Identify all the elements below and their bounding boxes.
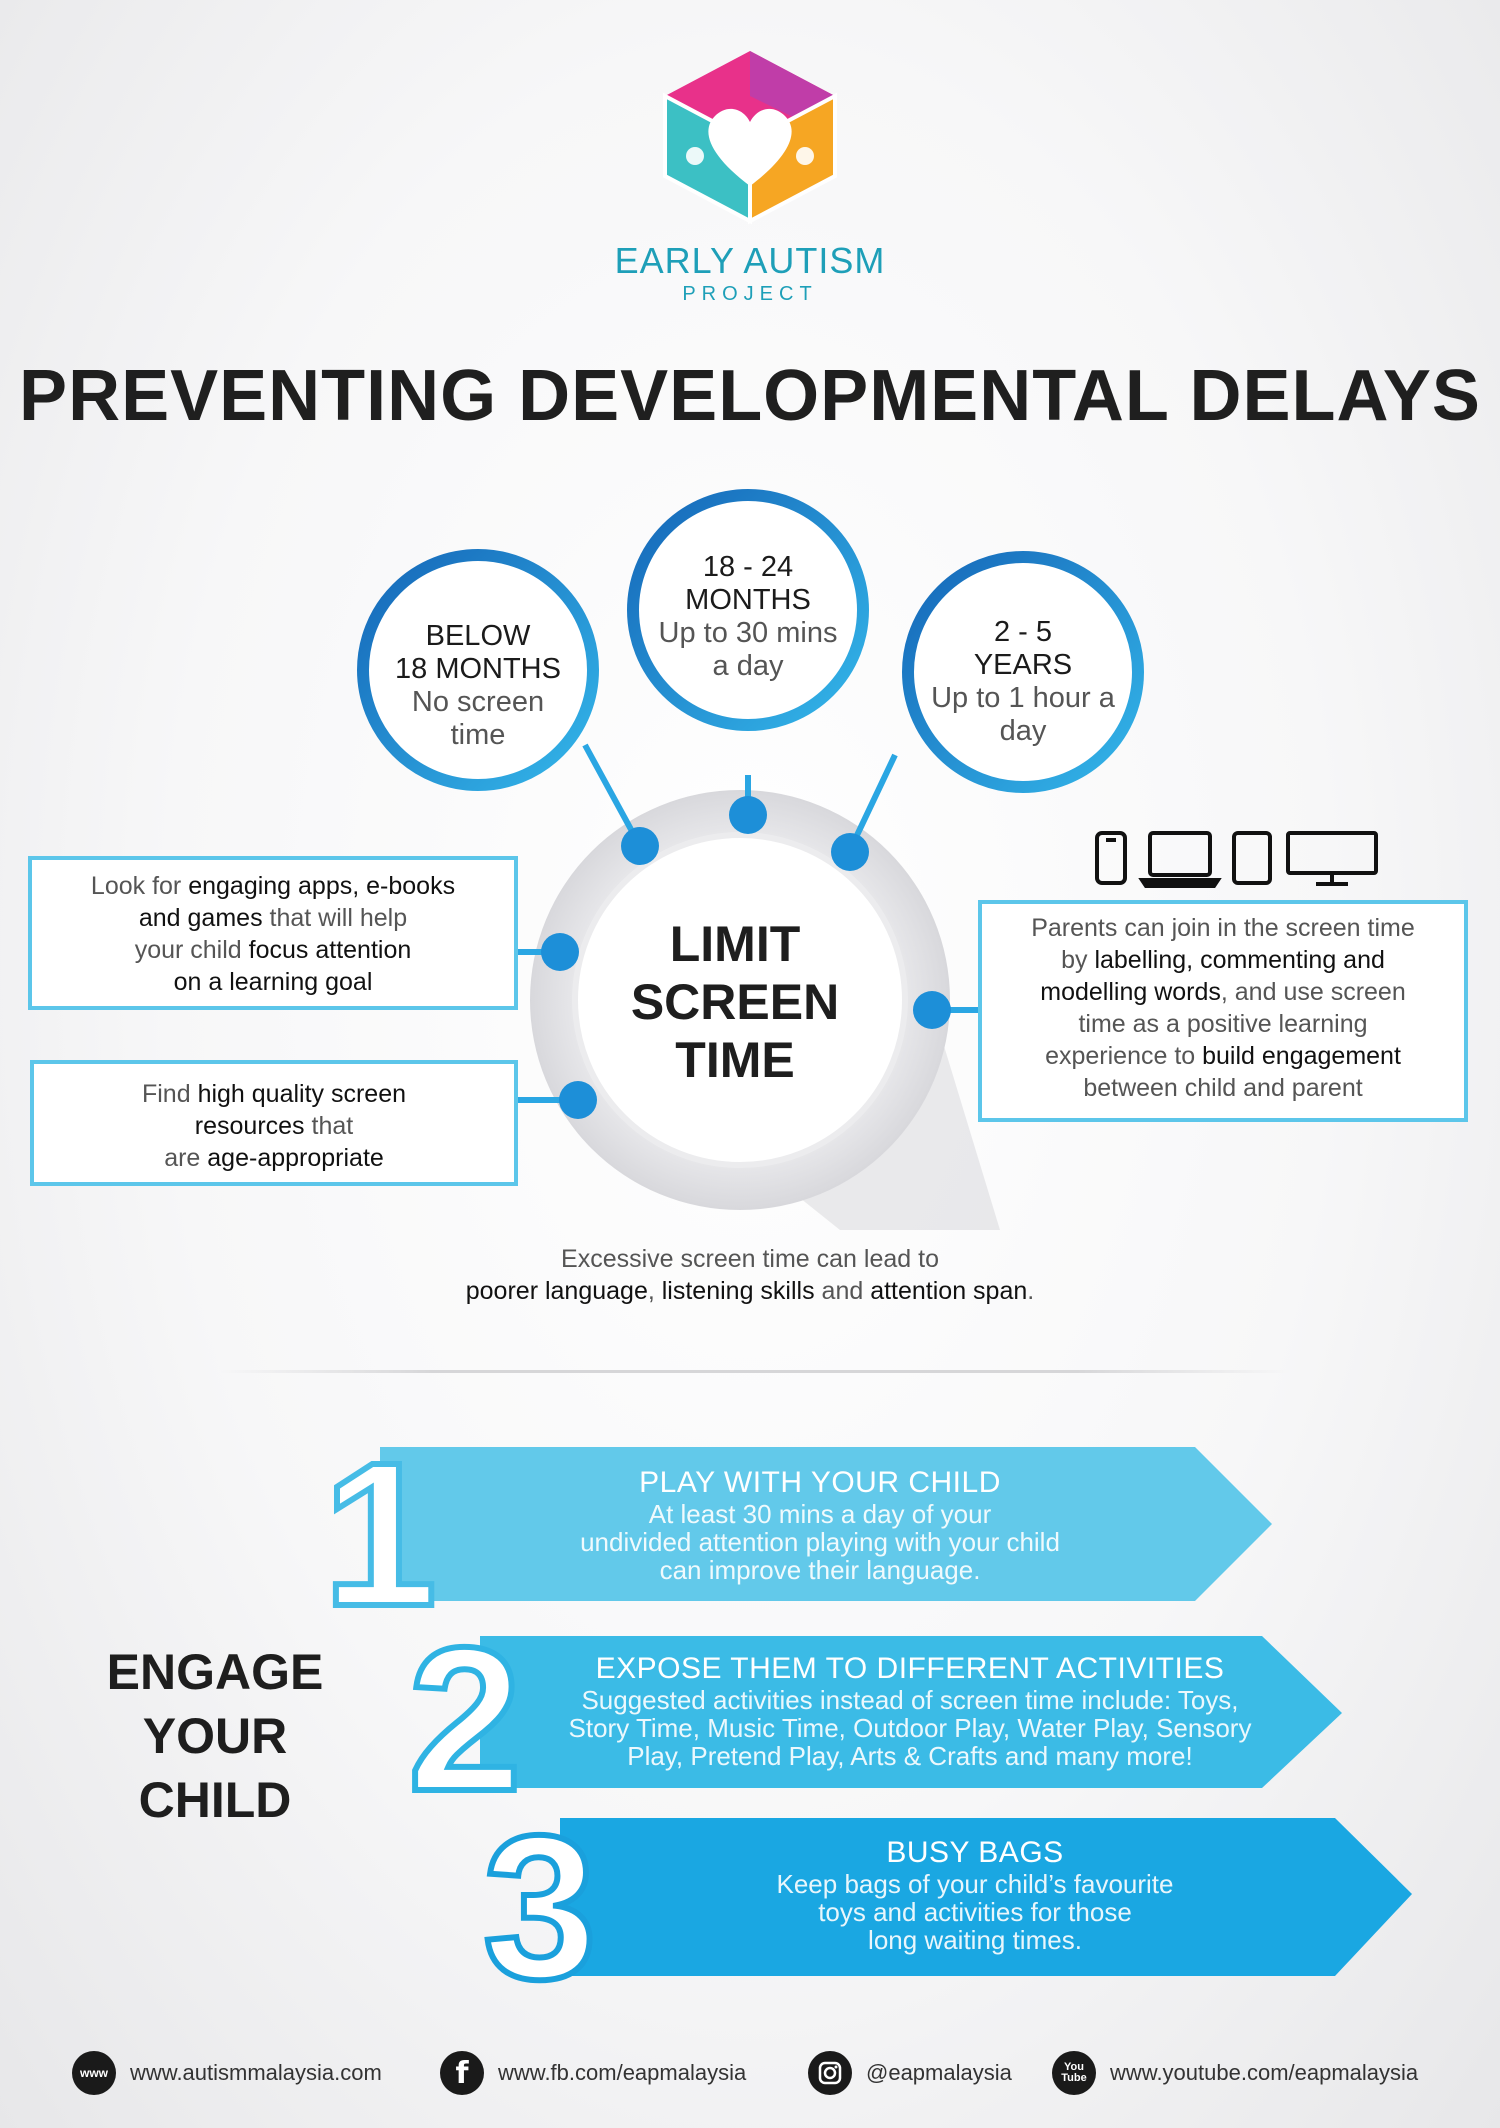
connector-dot [913,991,951,1029]
step-desc: Suggested activities instead of screen t… [581,1685,1239,1715]
step-desc: Play, Pretend Play, Arts & Crafts and ma… [627,1741,1193,1771]
connector-dot [831,833,869,871]
step-2-content: EXPOSE THEM TO DIFFERENT ACTIVITIES Sugg… [520,1652,1300,1770]
footer-website-text[interactable]: www.autismmalaysia.com [130,2060,382,2085]
age-label: 2 - 5 [993,616,1053,648]
facebook-icon: f [440,2051,484,2095]
early-autism-logo [663,51,837,225]
limit-screen-time-label: LIMIT SCREEN TIME [585,915,885,1089]
connector-dot [541,933,579,971]
age-group-2-5-years: 2 - 5 YEARS Up to 1 hour a day [923,616,1123,748]
instagram-icon [808,2051,852,2095]
step-2-arrow [480,1636,1342,1788]
age-label: BELOW [425,620,531,652]
step-number: 1 [323,1420,437,1649]
limit-label: Up to 30 mins a day [658,617,838,682]
section-divider [220,1370,1290,1373]
www-icon: www [72,2051,116,2095]
step-1-arrow [380,1447,1272,1601]
connector-line [582,743,643,848]
step-desc: can improve their language. [659,1555,981,1585]
step-desc: undivided attention playing with your ch… [580,1527,1060,1557]
age-group-below-18-months: BELOW 18 MONTHS No screen time [378,620,578,752]
limit-label: Up to 1 hour a day [931,682,1115,747]
step-desc: Story Time, Music Time, Outdoor Play, Wa… [568,1713,1252,1743]
connector-dot [559,1081,597,1119]
engage-steps-graphic: 1 2 3 [320,1420,1412,2000]
youtube-icon: You Tube [1052,2051,1096,2095]
footer-instagram[interactable]: @eapmalaysia [808,2050,1012,2096]
step-desc: Keep bags of your child’s favourite [776,1869,1174,1899]
tablet-icon [1232,831,1272,885]
age-label: 18 MONTHS [395,653,561,685]
logo-title: EARLY AUTISM [614,240,886,281]
footer-website[interactable]: www www.autismmalaysia.com [72,2050,382,2096]
step-3-arrow [560,1818,1412,1976]
center-line: SCREEN [630,974,840,1030]
center-circle [572,832,908,1168]
tip-box-quality: Find high quality screen resources that … [30,1060,518,1186]
step-title: EXPOSE THEM TO DIFFERENT ACTIVITIES [595,1652,1225,1685]
tip-box-parents: Parents can join in the screen time by l… [978,900,1468,1122]
monitor-icon [1286,831,1378,886]
step-desc: At least 30 mins a day of your [648,1499,992,1529]
footer-instagram-text[interactable]: @eapmalaysia [866,2060,1012,2085]
step-number: 2 [408,1605,522,1834]
age-ring-3 [902,551,1144,793]
center-line: LIMIT [669,916,801,972]
engage-your-child-heading: ENGAGE YOUR CHILD [106,1644,324,1828]
step-title: BUSY BAGS [886,1836,1064,1869]
footer-facebook-text[interactable]: www.fb.com/eapmalaysia [498,2060,747,2085]
footer-youtube-text[interactable]: www.youtube.com/eapmalaysia [1110,2060,1419,2085]
age-group-18-24-months: 18 - 24 MONTHS Up to 30 mins a day [648,551,848,683]
age-label: 18 - 24 [702,551,794,583]
age-ring-1 [357,549,599,791]
footer-youtube[interactable]: You Tube www.youtube.com/eapmalaysia [1052,2050,1418,2096]
connector-dot [621,827,659,865]
laptop-icon [1138,831,1222,888]
tip-box-apps: Look for engaging apps, e-books and game… [28,856,518,1010]
connector-dot [729,796,767,834]
age-label: YEARS [973,649,1073,681]
logo-subtitle: PROJECT [682,283,818,305]
page-title: PREVENTING DEVELOPMENTAL DELAYS [19,356,1481,436]
connector-line [847,753,898,852]
phone-icon [1095,831,1127,885]
center-line: TIME [675,1032,795,1088]
age-ring-2 [627,489,869,731]
step-desc: long waiting times. [868,1925,1082,1955]
footer-facebook[interactable]: f www.fb.com/eapmalaysia [440,2050,746,2096]
age-label: MONTHS [685,584,811,616]
step-1-content: PLAY WITH YOUR CHILD At least 30 mins a … [470,1466,1170,1584]
step-desc: toys and activities for those [818,1897,1132,1927]
screen-time-diagram [357,489,1378,1230]
excessive-screen-time-note: Excessive screen time can lead to poorer… [465,1245,1035,1305]
limit-label: No screen time [411,686,545,751]
step-3-content: BUSY BAGS Keep bags of your child’s favo… [650,1836,1300,1954]
step-number: 3 [483,1793,597,2000]
step-title: PLAY WITH YOUR CHILD [639,1466,1001,1499]
